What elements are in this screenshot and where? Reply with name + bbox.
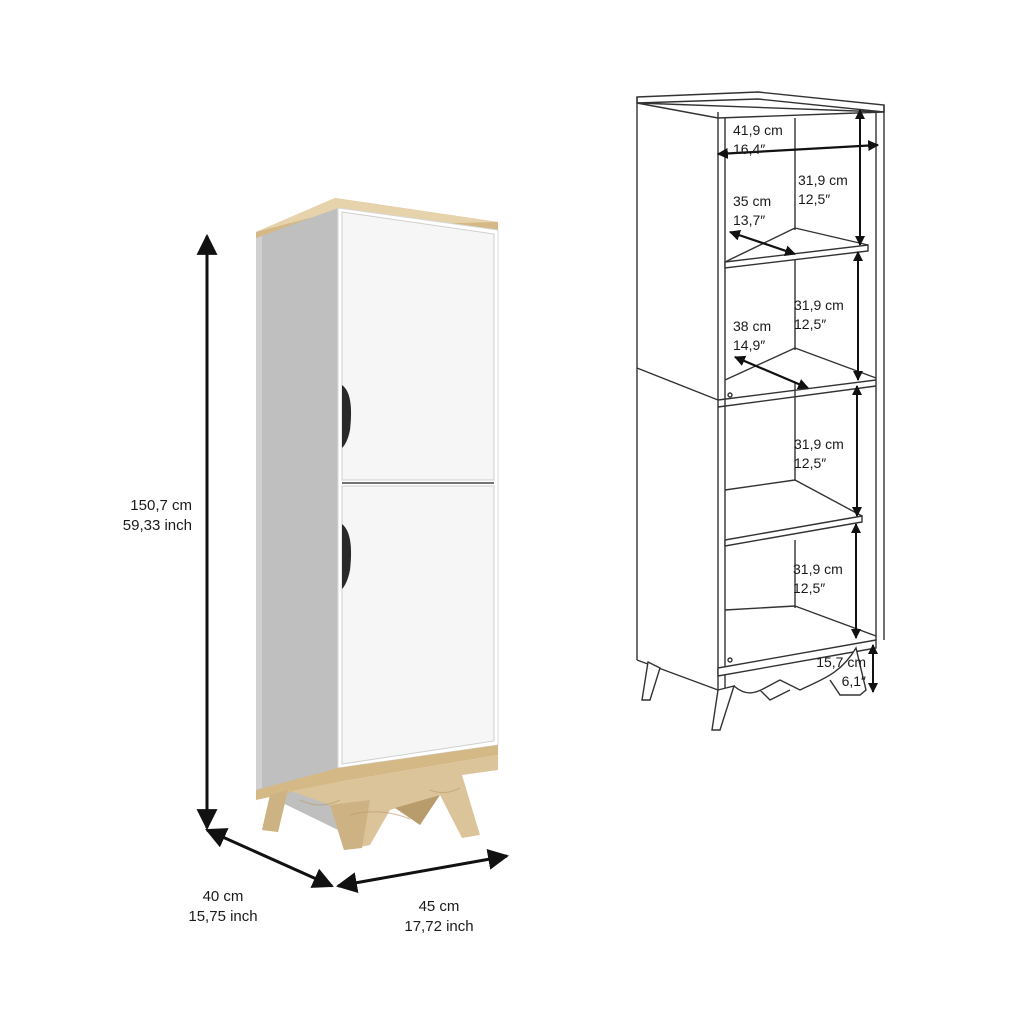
height-label: 150,7 cm 59,33 inch <box>90 496 192 536</box>
leg-height-cm: 15,7 cm <box>816 654 866 670</box>
inner-width-cm: 41,9 cm <box>733 122 783 138</box>
wooden-base <box>262 755 498 850</box>
compartment-1-height: 31,9 cm 12,5″ <box>798 171 848 209</box>
compartment-4-cm: 31,9 cm <box>793 561 843 577</box>
inner-width-inch: 16,4″ <box>733 141 766 157</box>
depth-cm: 40 cm <box>202 888 244 905</box>
compartment-2-inch: 12,5″ <box>794 316 827 332</box>
shelf-line-drawing <box>636 91 885 731</box>
leg-height-inch: 6,1″ <box>841 673 866 689</box>
compartment-2-height: 31,9 cm 12,5″ <box>794 296 844 334</box>
inner-width-label: 41,9 cm 16,4″ <box>733 121 783 159</box>
depth-inch: 15,75 inch <box>188 908 258 925</box>
shelf2-depth-label: 38 cm 14,9″ <box>733 317 771 355</box>
compartment-4-inch: 12,5″ <box>793 580 826 596</box>
lower-door <box>341 485 495 765</box>
shelf1-depth-cm: 35 cm <box>733 193 772 209</box>
compartment-1-cm: 31,9 cm <box>798 172 848 188</box>
depth-arrow <box>205 828 334 888</box>
width-cm: 45 cm <box>418 898 460 915</box>
compartment-2-cm: 31,9 cm <box>794 297 844 313</box>
cabinet-side-panel <box>256 208 338 830</box>
upper-door <box>341 211 495 481</box>
width-label: 45 cm 17,72 inch <box>374 897 504 937</box>
shelf1-depth-inch: 13,7″ <box>733 212 766 228</box>
compartment-3-inch: 12,5″ <box>794 455 827 471</box>
shelf2-depth-cm: 38 cm <box>733 318 772 334</box>
lower-door-handle-icon <box>342 524 352 589</box>
height-cm: 150,7 cm <box>130 497 192 514</box>
depth-label: 40 cm 15,75 inch <box>158 887 288 927</box>
compartment-1-inch: 12,5″ <box>798 191 831 207</box>
leg-height-label: 15,7 cm 6,1″ <box>780 653 866 691</box>
compartment-3-height: 31,9 cm 12,5″ <box>794 435 844 473</box>
width-arrow <box>335 848 510 894</box>
width-inch: 17,72 inch <box>404 918 474 935</box>
upper-door-handle-icon <box>342 385 352 448</box>
compartment-4-height: 31,9 cm 12,5″ <box>793 560 843 598</box>
height-inch: 59,33 inch <box>122 517 192 534</box>
shelf2-depth-inch: 14,9″ <box>733 337 766 353</box>
shelf1-depth-label: 35 cm 13,7″ <box>733 192 771 230</box>
compartment-3-cm: 31,9 cm <box>794 436 844 452</box>
